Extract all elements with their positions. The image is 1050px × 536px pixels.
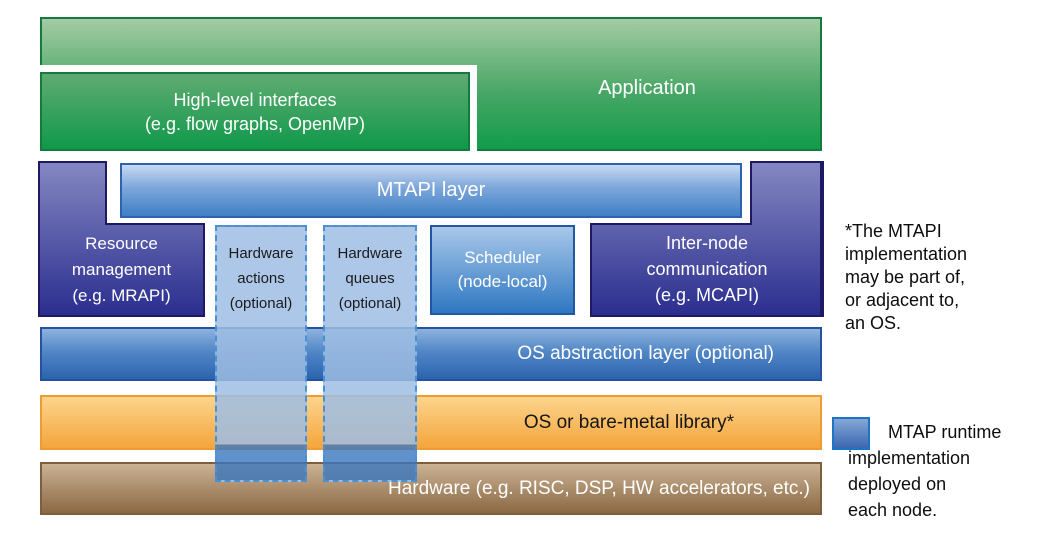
inter-node-communication-label: Inter-node communication (e.g. MCAPI) [646, 233, 768, 305]
mtapi-layer-box: MTAPI layer [120, 163, 742, 218]
scheduler-label: Scheduler (node-local) [457, 248, 548, 291]
os-bare-metal-library-label: OS or bare-metal library* [523, 411, 734, 433]
hardware-actions-label: Hardware actions (optional) [228, 245, 294, 312]
application-box: Application High-level interfaces (e.g. … [40, 17, 822, 151]
hardware-bar: Hardware (e.g. RISC, DSP, HW accelerator… [40, 462, 822, 515]
os-abstraction-layer-label: OS abstraction layer (optional) [517, 343, 774, 364]
resource-management-label: Resource management (e.g. MRAPI) [71, 234, 172, 305]
inter-node-communication-box: Inter-node communication (e.g. MCAPI) [590, 161, 824, 317]
os-abstraction-layer-bar: OS abstraction layer (optional) [40, 327, 822, 381]
hardware-queues-column: Hardware queues (optional) [323, 225, 417, 482]
high-level-interfaces-label: High-level interfaces (e.g. flow graphs,… [144, 89, 366, 134]
high-level-interfaces-box: High-level interfaces (e.g. flow graphs,… [40, 65, 477, 151]
hardware-actions-column: Hardware actions (optional) [215, 225, 307, 482]
hardware-label: Hardware (e.g. RISC, DSP, HW accelerator… [388, 477, 810, 499]
hardware-queues-label: Hardware queues (optional) [337, 245, 403, 312]
application-label: Application [598, 77, 696, 99]
mtapi-footnote: *The MTAPI implementation may be part of… [845, 221, 968, 333]
resource-management-box: Resource management (e.g. MRAPI) [38, 161, 205, 317]
scheduler-box: Scheduler (node-local) [430, 225, 575, 315]
mtapi-layer-label: MTAPI layer [376, 179, 486, 201]
legend-runtime-swatch-icon [832, 417, 870, 450]
legend-label: MTAP runtime implementation deployed on … [848, 422, 1002, 520]
os-bare-metal-library-bar: OS or bare-metal library* [40, 395, 822, 450]
